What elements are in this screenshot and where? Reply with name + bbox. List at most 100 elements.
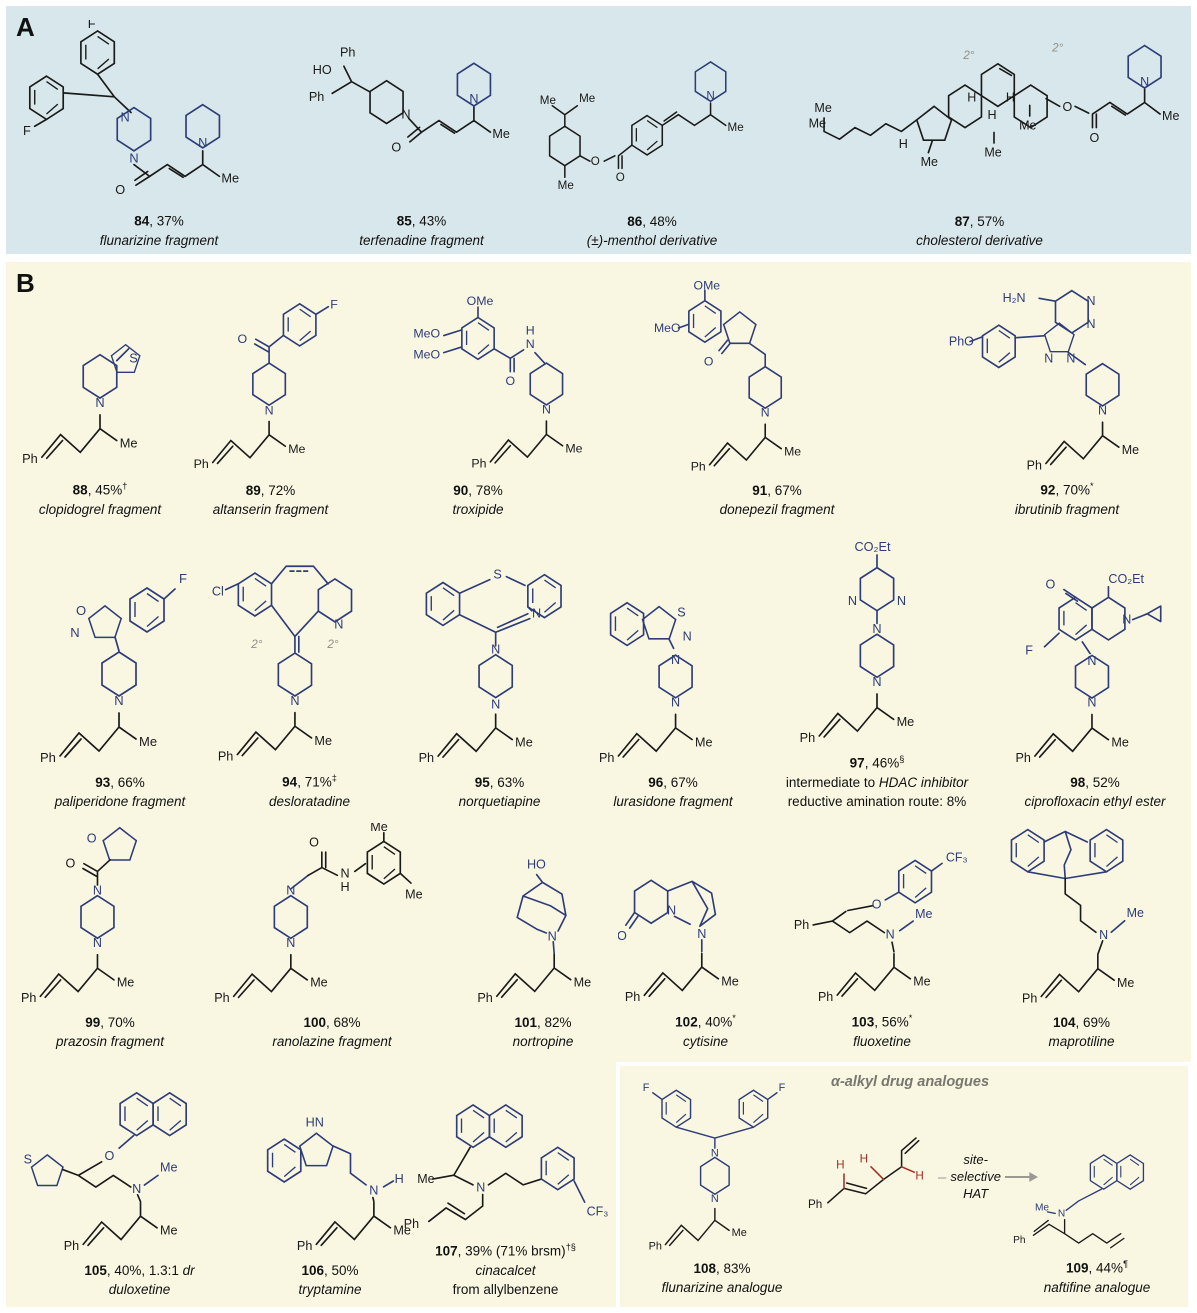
svg-text:Me: Me xyxy=(1127,906,1144,920)
svg-text:N: N xyxy=(132,1182,141,1196)
caption-88: 88, 45%†clopidogrel fragment xyxy=(38,481,162,518)
svg-text:Me: Me xyxy=(540,94,556,107)
compound-92: H₂N N N N N PhO N 92, 70%*ibrutinib frag… xyxy=(942,286,1192,520)
svg-text:N: N xyxy=(1044,352,1053,366)
structure-98: O CO₂Et N F N N xyxy=(1014,572,1162,766)
caption-109: 109, 44%¶naftifine analogue xyxy=(1043,1259,1151,1296)
svg-text:N: N xyxy=(711,1193,719,1205)
dash-icon: – xyxy=(938,1168,947,1186)
svg-text:Me: Me xyxy=(920,155,937,169)
caption-104: 104, 69%maprotiline xyxy=(1048,1014,1115,1050)
structure-103: CF₃ O Ph N Me xyxy=(794,851,968,1006)
svg-text:MeO: MeO xyxy=(413,347,440,361)
caption-85: 85, 43%terfenadine fragment xyxy=(359,213,484,249)
svg-text:N: N xyxy=(872,621,881,636)
structure-95: S N N N xyxy=(417,567,602,766)
svg-text:O: O xyxy=(65,856,75,870)
structure-107: Me N CF₃ Ph xyxy=(404,1100,608,1231)
svg-text:N: N xyxy=(1087,654,1096,668)
svg-text:N: N xyxy=(476,1180,485,1194)
svg-text:S: S xyxy=(493,567,501,581)
caption-103: 103, 56%*fluoxetine xyxy=(851,1013,913,1050)
svg-text:N: N xyxy=(95,395,104,410)
structure-89: F O N xyxy=(192,298,338,472)
structure-92: H₂N N N N N PhO N xyxy=(948,290,1140,474)
svg-text:Me: Me xyxy=(160,1160,178,1174)
structure-97: CO₂Et N N N N xyxy=(798,539,916,746)
compound-100: O N H Me Me N N 100, 68%ranolazine fragm… xyxy=(212,818,452,1052)
caption-98: 98, 52%ciprofloxacin ethyl ester xyxy=(1024,774,1166,810)
svg-text:N: N xyxy=(334,618,343,632)
svg-text:H₂N: H₂N xyxy=(1002,292,1025,306)
caption-108: 108, 83%flunarizine analogue xyxy=(661,1260,783,1296)
svg-text:N: N xyxy=(70,625,79,640)
svg-text:CO₂Et: CO₂Et xyxy=(1108,572,1144,586)
svg-text:N: N xyxy=(848,593,857,608)
svg-text:2°: 2° xyxy=(326,639,339,652)
compound-104: N Me 104, 69%maprotiline xyxy=(974,818,1189,1052)
svg-text:N: N xyxy=(711,1147,719,1159)
svg-text:S: S xyxy=(677,605,685,619)
compound-102: O N N 102, 40%*cytisine xyxy=(618,818,793,1052)
svg-text:Me: Me xyxy=(558,179,574,192)
panel-a-label: A xyxy=(16,12,35,42)
structure-99: O O N N xyxy=(20,826,138,1006)
caption-106: 106, 50%tryptamine xyxy=(298,1262,362,1298)
svg-text:H: H xyxy=(341,880,350,894)
caption-99: 99, 70%prazosin fragment xyxy=(55,1014,165,1050)
structure-84: F F N N O Me N xyxy=(23,20,239,197)
svg-text:CF₃: CF₃ xyxy=(946,851,968,865)
svg-text:N: N xyxy=(761,406,770,420)
svg-text:2°: 2° xyxy=(962,50,974,62)
svg-text:F: F xyxy=(643,1082,650,1094)
structure-100: O N H Me Me N N xyxy=(213,823,423,1006)
svg-text:Me: Me xyxy=(808,116,825,130)
compound-88: S N 88, 45%†clopidogrel fragment xyxy=(20,286,180,520)
compound-91: OMe MeO O N 91, 67%donepezil fragment xyxy=(612,279,942,520)
svg-text:F: F xyxy=(88,20,96,31)
caption-100: 100, 68%ranolazine fragment xyxy=(272,1014,392,1050)
svg-text:O: O xyxy=(75,603,85,618)
svg-text:N: N xyxy=(532,606,541,620)
compound-107: Me N CF₃ Ph 107, 39% (71% brsm)†§cinacal… xyxy=(398,1062,613,1300)
svg-text:F: F xyxy=(330,298,338,312)
svg-text:HO: HO xyxy=(313,63,332,77)
svg-text:N: N xyxy=(120,110,129,125)
compound-98: O CO₂Et N F N N 98, 52%ciprofloxacin eth… xyxy=(1000,532,1190,812)
svg-text:S: S xyxy=(129,351,138,366)
svg-text:Ph: Ph xyxy=(1013,1235,1025,1246)
svg-text:Me: Me xyxy=(579,92,595,105)
caption-86: 86, 48%(±)-menthol derivative xyxy=(586,213,718,249)
svg-text:PhO: PhO xyxy=(948,335,973,349)
svg-text:N: N xyxy=(491,643,500,657)
svg-text:2°: 2° xyxy=(1051,42,1063,54)
svg-text:N: N xyxy=(706,89,714,102)
svg-text:H: H xyxy=(898,137,907,151)
svg-text:N: N xyxy=(129,151,138,166)
svg-text:F: F xyxy=(1025,643,1033,657)
svg-text:Ph: Ph xyxy=(340,46,355,60)
structure-90: OMe MeO MeO O N H N xyxy=(413,294,584,472)
compound-108: F F N N 108, 83%flunarizine analogue xyxy=(622,1070,822,1298)
svg-text:F: F xyxy=(23,123,31,138)
compound-96: S N N N 96, 67%lurasidone fragment xyxy=(598,532,748,812)
svg-text:Me: Me xyxy=(370,823,387,834)
svg-text:Me: Me xyxy=(417,1172,434,1186)
svg-text:H: H xyxy=(395,1172,404,1186)
compound-87: Me Me Me Me Me H H H H 2° 2° O O Me N 87… xyxy=(766,16,1193,251)
svg-text:Me: Me xyxy=(405,887,422,901)
svg-text:O: O xyxy=(616,171,625,184)
svg-text:Me: Me xyxy=(1162,109,1179,123)
svg-text:N: N xyxy=(1098,404,1107,418)
structure-96: S N N N xyxy=(598,582,714,766)
svg-text:S: S xyxy=(24,1153,32,1167)
svg-text:Ph: Ph xyxy=(404,1217,419,1231)
svg-text:Me: Me xyxy=(984,145,1001,159)
svg-text:OMe: OMe xyxy=(694,279,721,292)
svg-text:O: O xyxy=(105,1149,115,1163)
caption-90: 90, 78%troxipide xyxy=(452,482,504,518)
svg-text:Me: Me xyxy=(728,121,744,134)
svg-text:N: N xyxy=(286,884,295,898)
